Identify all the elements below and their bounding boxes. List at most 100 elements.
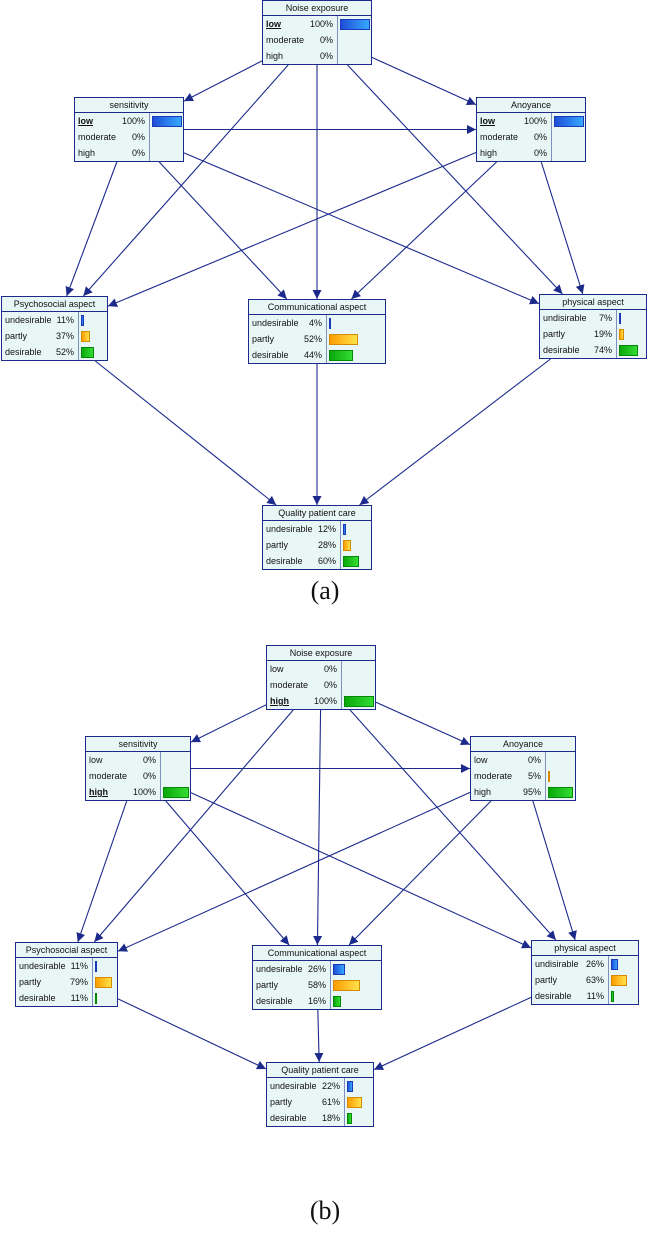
state-bar (344, 696, 374, 707)
state-percent: 16% (307, 996, 326, 1006)
state-label: desirable (5, 347, 42, 357)
state-label: undesirable (252, 318, 299, 328)
edge-sensitivity-to-physical (183, 152, 540, 305)
edge-annoyance-to-psychosocial (117, 791, 471, 952)
state-percent: 100% (121, 116, 145, 126)
state-label: undesirable (5, 315, 52, 325)
state-label: moderate (270, 680, 309, 690)
state-label: moderate (480, 132, 519, 142)
state-bar (548, 771, 550, 782)
state-bar (347, 1097, 362, 1108)
state-label: low (270, 664, 284, 674)
state-bar (329, 350, 353, 361)
state-bar (81, 315, 84, 326)
state-label: high (89, 787, 108, 797)
state-label: low (474, 755, 488, 765)
state-percent: 28% (317, 540, 336, 550)
edges-layer (76, 701, 577, 1071)
state-row-partly[interactable]: partly 28% (263, 537, 371, 553)
state-bar (554, 116, 584, 127)
state-percent: 11% (56, 315, 74, 325)
state-percent: 19% (593, 329, 612, 339)
state-label: partly (252, 334, 275, 344)
state-label: partly (270, 1097, 293, 1107)
state-bar (343, 556, 359, 567)
state-percent: 11% (70, 961, 88, 971)
state-label: high (266, 51, 284, 61)
edge-noise-to-physical (349, 709, 557, 941)
node-title: Anoyance (477, 98, 585, 113)
state-bar (343, 540, 351, 551)
state-row-partly[interactable]: partly 19% (540, 326, 646, 342)
state-label: partly (543, 329, 566, 339)
state-label: moderate (89, 771, 128, 781)
state-label: partly (266, 540, 289, 550)
state-row-moderate[interactable]: moderate 0% (86, 768, 190, 784)
state-label: high (480, 148, 498, 158)
state-percent: 0% (142, 771, 156, 781)
state-percent: 100% (313, 696, 337, 706)
edge-sensitivity-to-communicational (158, 161, 288, 300)
state-percent: 4% (308, 318, 322, 328)
edge-psychosocial-to-quality (117, 998, 267, 1070)
state-percent: 60% (317, 556, 336, 566)
state-row-undesirable[interactable]: undesirable 11% (2, 312, 107, 328)
state-label: partly (256, 980, 279, 990)
state-row-undesirable[interactable]: undesirable 4% (249, 315, 385, 331)
node-title: Psychosocial aspect (16, 943, 117, 958)
state-percent: 100% (523, 116, 547, 126)
